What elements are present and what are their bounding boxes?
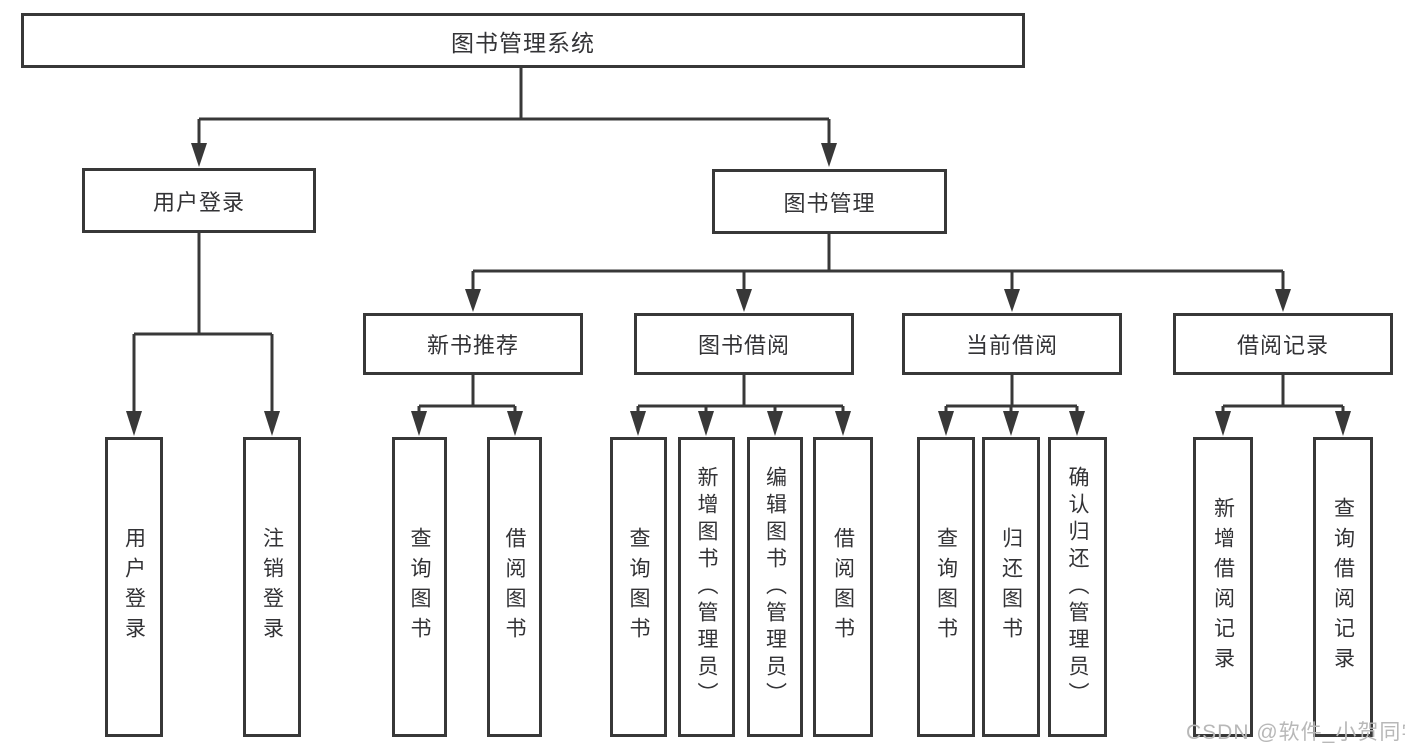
arrowhead <box>630 411 646 436</box>
arrowhead <box>264 411 280 436</box>
leaf-query-books-current: 查询图书 <box>917 437 975 737</box>
arrowhead <box>1069 411 1085 436</box>
node-borrow-records: 借阅记录 <box>1173 313 1393 375</box>
arrowhead <box>938 411 954 436</box>
node-new-book-recommend: 新书推荐 <box>363 313 583 375</box>
arrowhead <box>821 143 837 167</box>
leaf-query-books-recommend: 查询图书 <box>392 437 447 737</box>
leaf-add-borrow-record: 新增借阅记录 <box>1193 437 1253 737</box>
arrowhead <box>1275 289 1291 312</box>
arrowhead <box>1004 289 1020 312</box>
leaf-query-books-borrowing: 查询图书 <box>610 437 667 737</box>
node-book-management: 图书管理 <box>712 169 947 234</box>
node-book-borrowing: 图书借阅 <box>634 313 854 375</box>
arrowhead <box>1215 411 1231 436</box>
arrowhead <box>767 411 783 436</box>
leaf-confirm-return-admin: 确认归还（管理员） <box>1048 437 1107 737</box>
leaf-return-books: 归还图书 <box>982 437 1040 737</box>
arrowheads <box>126 143 1351 436</box>
arrowhead <box>1335 411 1351 436</box>
leaf-borrow-books-recommend: 借阅图书 <box>487 437 542 737</box>
leaf-add-book-admin: 新增图书（管理员） <box>678 437 735 737</box>
arrowhead <box>411 411 427 436</box>
leaf-borrow-books-borrowing: 借阅图书 <box>813 437 873 737</box>
arrowhead <box>1003 411 1019 436</box>
node-user-login: 用户登录 <box>82 168 316 233</box>
arrowhead <box>507 411 523 436</box>
arrowhead <box>698 411 714 436</box>
arrowhead <box>126 411 142 436</box>
leaf-edit-book-admin: 编辑图书（管理员） <box>747 437 803 737</box>
arrowhead <box>835 411 851 436</box>
leaf-user-login: 用户登录 <box>105 437 163 737</box>
watermark: CSDN @软件_小贺同学 <box>1186 721 1405 744</box>
leaf-logout: 注销登录 <box>243 437 301 737</box>
leaf-query-borrow-record: 查询借阅记录 <box>1313 437 1373 737</box>
node-current-borrowing: 当前借阅 <box>902 313 1122 375</box>
node-book-management-system: 图书管理系统 <box>21 13 1025 68</box>
arrowhead <box>191 143 207 167</box>
arrowhead <box>736 289 752 312</box>
arrowhead <box>465 289 481 312</box>
